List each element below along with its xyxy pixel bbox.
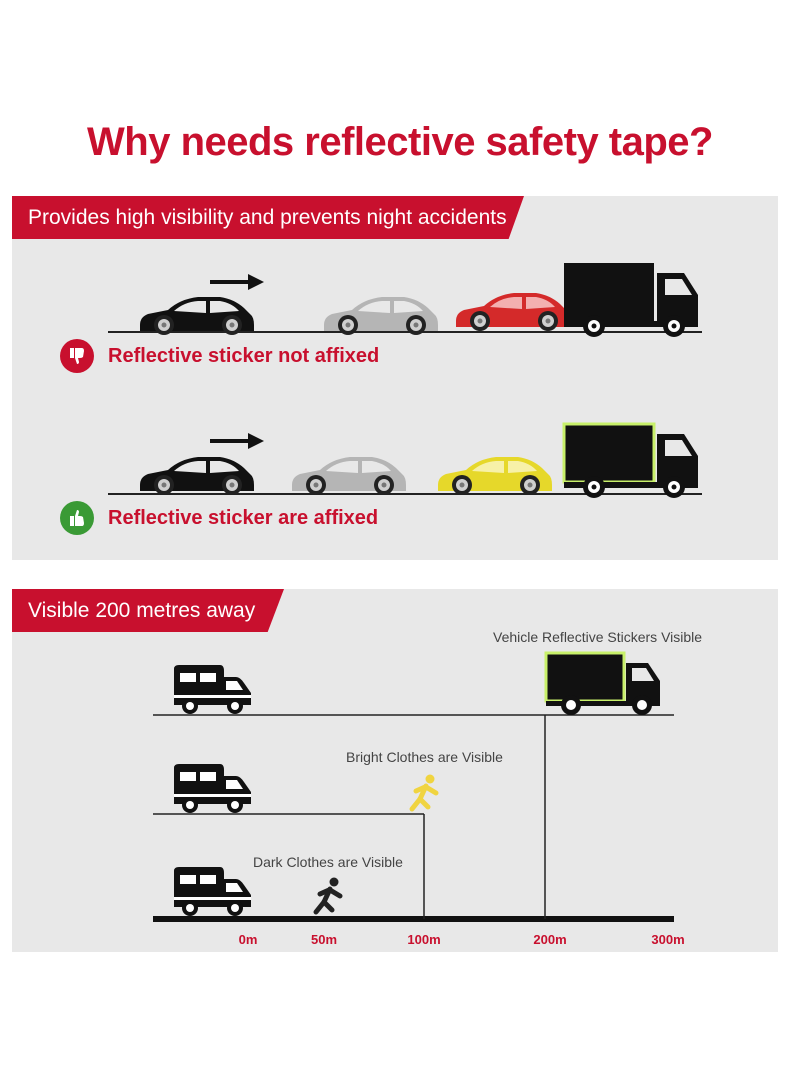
red-crashed-car: [456, 293, 576, 331]
section-banner: Provides high visibility and prevents ni…: [12, 196, 524, 239]
vehicle-visible-caption: Vehicle Reflective Stickers Visible: [493, 629, 703, 645]
gray-car: [324, 297, 438, 335]
distance-label-100m: 100m: [407, 932, 441, 947]
bright-clothes-caption: Bright Clothes are Visible: [346, 749, 503, 765]
gray-car: [292, 457, 406, 495]
status-label: Reflective sticker are affixed: [108, 506, 379, 529]
night-accident-panel: Provides high visibility and prevents ni…: [12, 196, 778, 560]
distance-label-0m: 0m: [238, 932, 258, 947]
visibility-distance-panel: Visible 200 metres away: [12, 589, 778, 952]
black-car: [140, 457, 254, 495]
visibility-scene: [153, 651, 674, 922]
yellow-car: [438, 457, 552, 495]
thumbs-up-icon: [60, 501, 94, 535]
arrow-icon: [210, 274, 264, 290]
arrow-icon: [210, 433, 264, 449]
bright-clothes-runner-icon: [409, 774, 439, 812]
rv-vehicle: [174, 764, 251, 813]
status-affixed: Reflective sticker are affixed: [60, 500, 378, 536]
distance-label-300m: 300m: [651, 932, 685, 947]
black-car: [140, 297, 254, 335]
dark-clothes-caption: Dark Clothes are Visible: [253, 854, 403, 870]
section-banner: Visible 200 metres away: [12, 589, 284, 632]
reflective-truck: [562, 422, 698, 498]
distance-label-50m: 50m: [310, 932, 338, 947]
reflective-truck: [544, 651, 660, 715]
page-title: Why needs reflective safety tape?: [87, 120, 713, 164]
traffic-scene: [108, 263, 702, 498]
rv-vehicle: [174, 867, 251, 916]
black-truck: [564, 263, 698, 337]
distance-label-200m: 200m: [533, 932, 567, 947]
status-label: Reflective sticker not affixed: [108, 344, 380, 367]
thumbs-down-icon: [60, 339, 94, 373]
status-not-affixed: Reflective sticker not affixed: [60, 338, 379, 374]
rv-vehicle: [174, 665, 251, 714]
dark-clothes-runner-icon: [313, 877, 343, 915]
